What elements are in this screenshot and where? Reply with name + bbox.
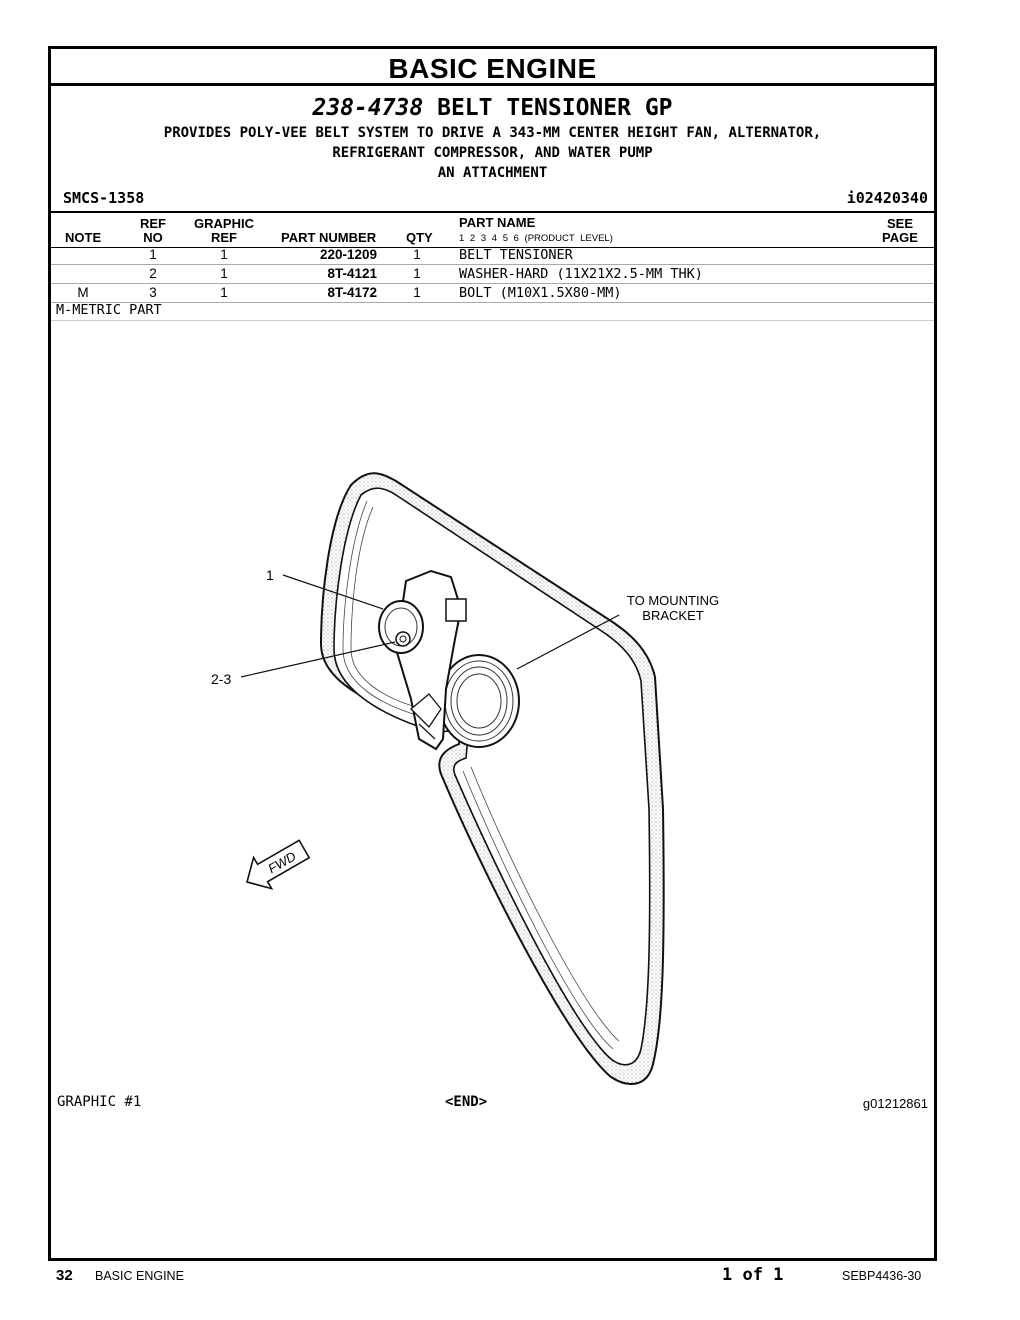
page-count: 1 of 1 xyxy=(722,1265,784,1285)
row-part-name: BELT TENSIONER xyxy=(459,247,573,263)
table-row: M 3 1 8T-4172 1 BOLT (M10X1.5X80-MM) xyxy=(51,284,934,303)
row-graphic: 1 xyxy=(220,266,228,281)
fwd-arrow-icon: FWD xyxy=(246,839,311,890)
row-ref: 3 xyxy=(149,285,157,300)
row-part-number: 220-1209 xyxy=(319,247,377,262)
col-see-line2: PAGE xyxy=(882,230,918,245)
callout-2-3: 2-3 xyxy=(211,671,231,687)
col-graphic-line2: REF xyxy=(211,230,237,245)
col-product-levels: 1 2 3 4 5 6 (PRODUCT LEVEL) xyxy=(459,233,613,244)
page-frame: BASIC ENGINE 238-4738 BELT TENSIONER GP … xyxy=(48,46,937,1261)
page-number: 32 xyxy=(56,1267,73,1284)
row-part-number: 8T-4172 xyxy=(327,285,377,300)
table-header: NOTE REF NO GRAPHIC REF PART NUMBER QTY … xyxy=(51,211,934,248)
idler-pulley xyxy=(438,654,520,748)
group-name: BELT TENSIONER GP xyxy=(437,95,673,121)
group-title: 238-4738 BELT TENSIONER GP xyxy=(51,95,934,121)
table-row: 1 1 220-1209 1 BELT TENSIONER xyxy=(51,246,934,265)
page-section: BASIC ENGINE xyxy=(95,1269,184,1283)
document-number: SEBP4436-30 xyxy=(842,1269,922,1283)
poly-vee-belt xyxy=(319,472,665,1085)
row-part-name: WASHER-HARD (11X21X2.5-MM THK) xyxy=(459,266,703,282)
smcs-code: SMCS-1358 xyxy=(63,189,145,207)
group-part-number: 238-4738 xyxy=(312,95,424,121)
col-ref-line1: REF xyxy=(140,216,166,231)
end-marker: <END> xyxy=(445,1094,488,1110)
col-note: NOTE xyxy=(65,230,102,245)
desc-line-3: AN ATTACHMENT xyxy=(437,165,548,181)
col-qty: QTY xyxy=(406,230,433,245)
row-ref: 1 xyxy=(149,247,157,262)
callout-leaders xyxy=(240,574,620,678)
info-number: i02420340 xyxy=(846,189,928,207)
row-ref: 2 xyxy=(149,266,157,281)
row-note: M xyxy=(77,285,89,300)
col-graphic-line1: GRAPHIC xyxy=(194,216,254,231)
col-graphic: GRAPHIC REF xyxy=(191,217,257,245)
col-ref-line2: NO xyxy=(143,230,163,245)
bolt-head-icon xyxy=(395,631,411,647)
row-qty: 1 xyxy=(413,266,421,281)
row-part-number: 8T-4121 xyxy=(327,266,377,281)
col-see-line1: SEE xyxy=(886,216,913,231)
tensioner-pulley xyxy=(378,600,424,654)
col-part-name: PART NAME xyxy=(459,215,536,230)
mounting-label-line1: TO MOUNTING xyxy=(627,593,719,608)
metric-note: M-METRIC PART xyxy=(56,302,162,318)
graphic-id: g01212861 xyxy=(862,1096,928,1111)
group-description: PROVIDES POLY-VEE BELT SYSTEM TO DRIVE A… xyxy=(51,123,934,183)
col-ref: REF NO xyxy=(135,217,171,245)
col-see-page: SEE PAGE xyxy=(877,217,923,245)
row-qty: 1 xyxy=(413,285,421,300)
callout-1: 1 xyxy=(266,567,274,583)
graphic-label: GRAPHIC #1 xyxy=(57,1094,142,1110)
desc-line-2: REFRIGERANT COMPRESSOR, AND WATER PUMP xyxy=(332,145,653,161)
col-part-number: PART NUMBER xyxy=(281,230,377,245)
desc-line-1: PROVIDES POLY-VEE BELT SYSTEM TO DRIVE A… xyxy=(163,125,822,141)
row-part-name: BOLT (M10X1.5X80-MM) xyxy=(459,285,622,301)
note-divider xyxy=(51,320,934,321)
row-graphic: 1 xyxy=(220,247,228,262)
table-row: 2 1 8T-4121 1 WASHER-HARD (11X21X2.5-MM … xyxy=(51,265,934,284)
section-header: BASIC ENGINE xyxy=(51,49,934,86)
mounting-label-line2: BRACKET xyxy=(642,608,703,623)
row-graphic: 1 xyxy=(220,285,228,300)
belt-tensioner-illustration: 1 2-3 TO MOUNTING BRACKET FWD xyxy=(211,472,719,1085)
row-qty: 1 xyxy=(413,247,421,262)
